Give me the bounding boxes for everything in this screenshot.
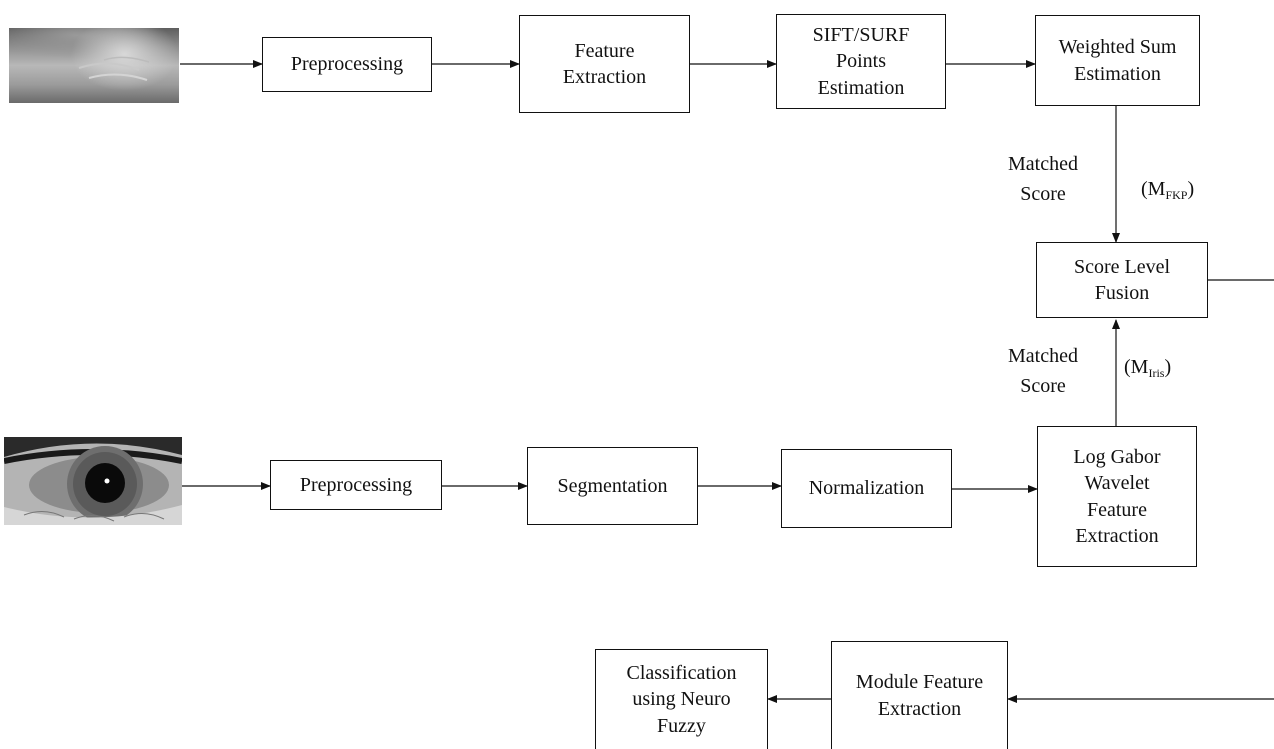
box-text: Weighted Sum xyxy=(1058,36,1177,59)
fkp-preprocessing-box: Preprocessing xyxy=(262,37,432,92)
normalization-box: Normalization xyxy=(781,449,952,528)
box-text: Fusion xyxy=(1094,282,1150,304)
box-text: Feature xyxy=(574,39,635,62)
box-text: Segmentation xyxy=(557,474,668,497)
knuckle-creases xyxy=(78,56,150,81)
finger-knuckle-image xyxy=(9,28,179,103)
eye-iris-image xyxy=(4,437,182,525)
box-text: Module Feature xyxy=(855,671,984,694)
box-text: Preprocessing xyxy=(299,473,413,496)
eye-drawing xyxy=(4,437,182,525)
iris-preprocessing-box: Preprocessing xyxy=(270,460,442,510)
symbol: M xyxy=(1130,356,1149,378)
log-gabor-box: Log Gabor Wavelet Feature Extraction xyxy=(1037,426,1197,567)
box-text: Points xyxy=(835,50,887,73)
score-level-fusion-box: Score Level Fusion xyxy=(1036,242,1208,318)
box-text: Preprocessing xyxy=(290,53,404,76)
subscript: FKP xyxy=(1165,188,1188,202)
box-text: Score Level xyxy=(1073,255,1171,278)
box-text: Normalization xyxy=(808,477,925,500)
subscript: Iris xyxy=(1148,366,1165,380)
fkp-score-symbol: (MFKP) xyxy=(1141,178,1195,202)
feature-extraction-box: Feature Extraction xyxy=(519,15,690,113)
box-text: Extraction xyxy=(562,66,647,88)
box-text: using Neuro xyxy=(632,688,731,711)
label-line: Matched xyxy=(1008,345,1078,367)
label-line: Score xyxy=(1020,183,1066,205)
box-text: Fuzzy xyxy=(657,714,706,737)
label-line: Matched xyxy=(1008,153,1078,175)
iris-matched-score-label: Matched Score xyxy=(998,342,1088,400)
sift-surf-box: SIFT/SURF Points Estimation xyxy=(776,14,946,109)
iris-score-symbol: (MIris) xyxy=(1124,356,1172,380)
label-line: Score xyxy=(1020,375,1066,397)
box-text: SIFT/SURF xyxy=(812,23,910,46)
classification-neuro-fuzzy-box: Classification using Neuro Fuzzy xyxy=(595,649,768,749)
segmentation-box: Segmentation xyxy=(527,447,698,525)
module-feature-extraction-box: Module Feature Extraction xyxy=(831,641,1008,749)
box-text: Extraction xyxy=(1075,524,1159,547)
symbol: M xyxy=(1147,178,1166,200)
box-text: Estimation xyxy=(817,76,905,99)
box-text: Classification xyxy=(626,661,737,684)
fkp-matched-score-label: Matched Score xyxy=(998,150,1088,208)
box-text: Extraction xyxy=(877,697,962,720)
box-text: Wavelet xyxy=(1084,472,1150,495)
box-text: Estimation xyxy=(1074,62,1161,85)
box-text: Log Gabor xyxy=(1073,445,1161,468)
weighted-sum-box: Weighted Sum Estimation xyxy=(1035,15,1200,106)
box-text: Feature xyxy=(1087,498,1147,521)
